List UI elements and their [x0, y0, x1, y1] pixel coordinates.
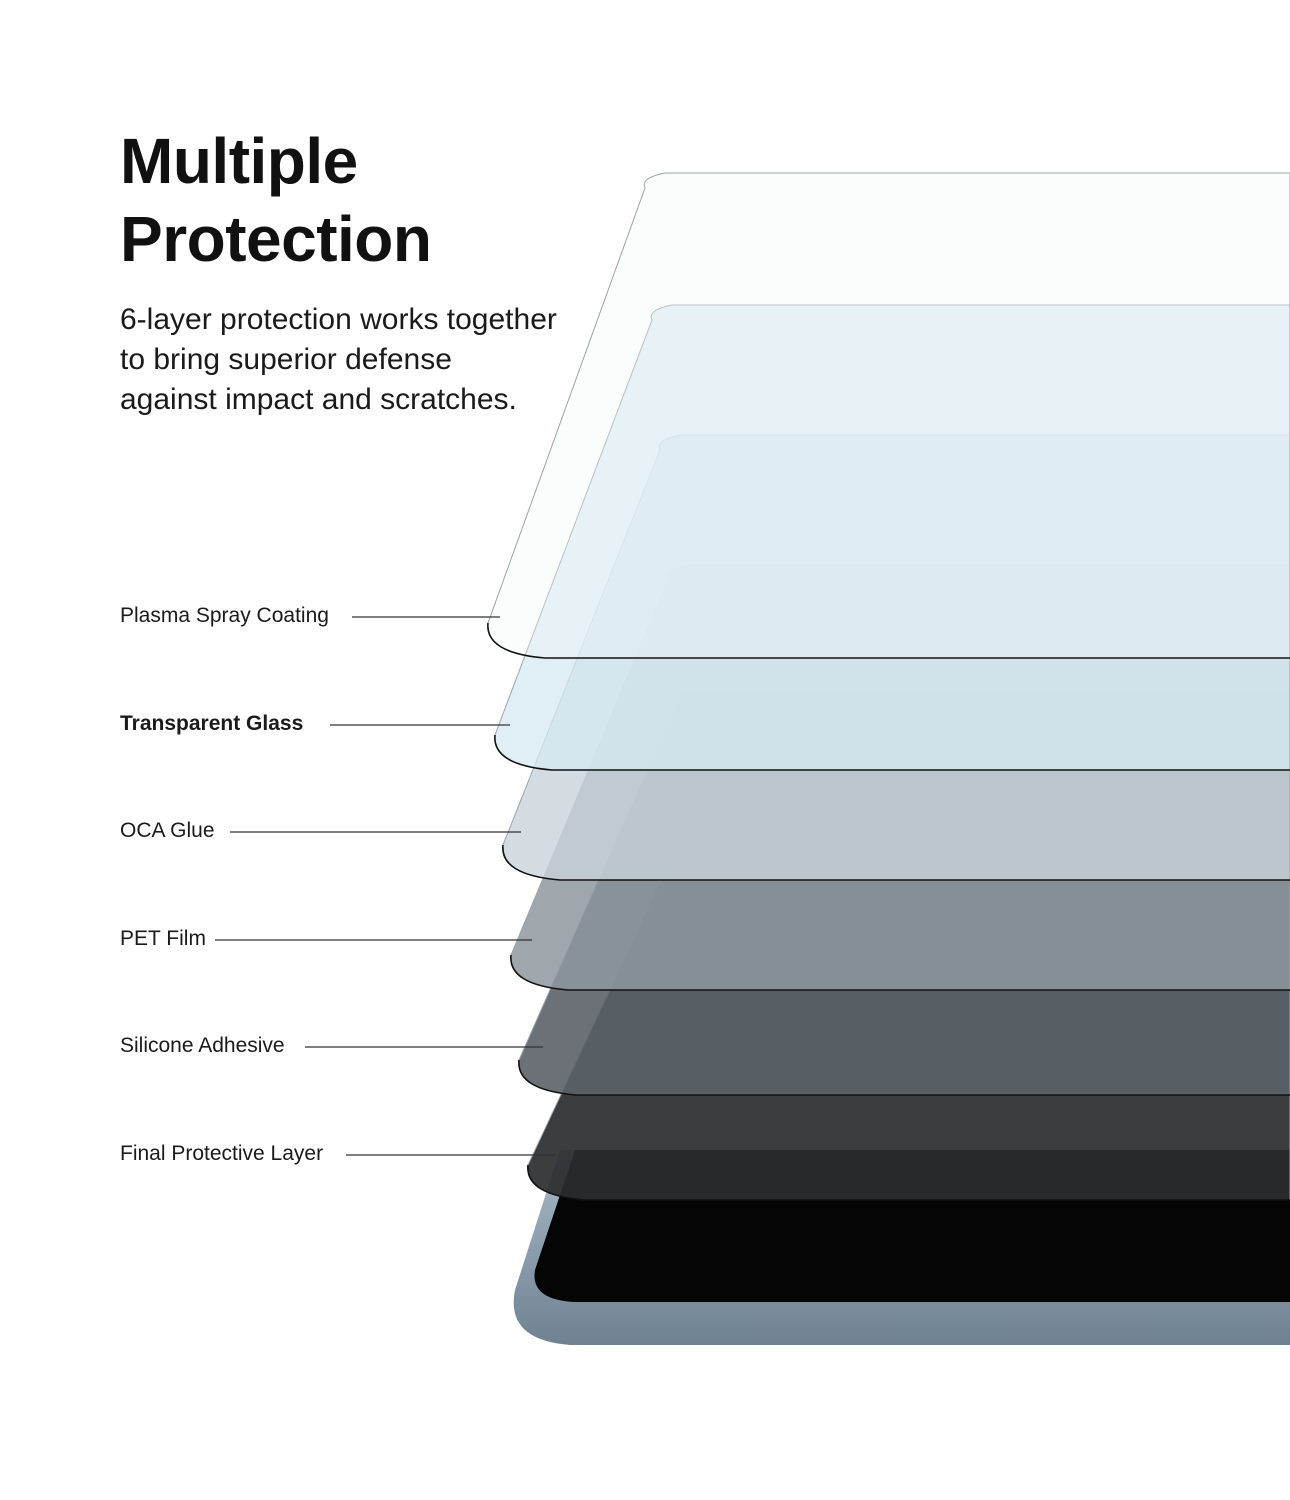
- layer-label-transparent-glass: Transparent Glass: [120, 712, 304, 735]
- sheet-edge: [487, 622, 1290, 659]
- layer-label-oca-glue: OCA Glue: [120, 819, 215, 842]
- sheet-edge: [494, 734, 1290, 771]
- sheet-edge: [527, 1164, 1290, 1201]
- sheet-edge: [518, 1059, 1290, 1096]
- layer-label-silicone-adhesive: Silicone Adhesive: [120, 1034, 285, 1057]
- layer-label-final-protective-layer: Final Protective Layer: [120, 1142, 324, 1165]
- sheet-edge: [502, 844, 1290, 881]
- page-subtitle: 6-layer protection works together to bri…: [120, 303, 557, 416]
- layer-label-plasma-spray-coating: Plasma Spray Coating: [120, 604, 329, 627]
- layer-label-pet-film: PET Film: [120, 927, 206, 950]
- sheet-edge: [510, 954, 1290, 991]
